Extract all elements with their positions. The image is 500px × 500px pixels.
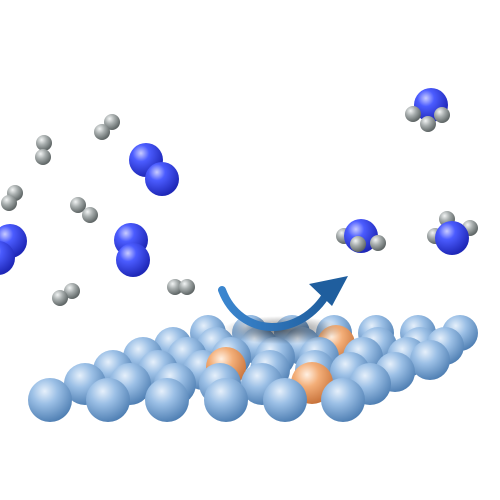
nitrogen-atom (0, 241, 15, 275)
nitrogen-atom (435, 221, 469, 255)
surface-atom (321, 378, 365, 422)
surface-atom (410, 340, 450, 380)
surface-atom (145, 378, 189, 422)
nitrogen-atom (145, 162, 179, 196)
hydrogen-atom (434, 107, 450, 123)
nh3-molecule (427, 211, 478, 255)
nh3-molecule (405, 88, 450, 132)
surface-atom (263, 378, 307, 422)
h2-molecule (52, 283, 80, 306)
hydrogen-atom (370, 235, 386, 251)
hydrogen-atom (350, 236, 366, 252)
hydrogen-atom (36, 135, 52, 151)
hydrogen-atom (64, 283, 80, 299)
arrow-head-icon (309, 276, 348, 306)
nitrogen-atom (116, 243, 150, 277)
surface-atom (86, 378, 130, 422)
hydrogen-atom (179, 279, 195, 295)
n2-molecule (129, 143, 179, 196)
hydrogen-atom (94, 124, 110, 140)
hydrogen-atom (82, 207, 98, 223)
reaction-arrow (218, 276, 348, 331)
h2-molecule (35, 135, 52, 165)
hydrogen-atom (420, 116, 436, 132)
h2-molecule (94, 114, 120, 140)
hydrogen-atom (70, 197, 86, 213)
hydrogen-atom (405, 106, 421, 122)
hydrogen-atom (35, 149, 51, 165)
h2-molecule (70, 197, 98, 223)
hydrogen-atom (1, 195, 17, 211)
nh3-molecule (336, 219, 386, 253)
hydrogen-atom (104, 114, 120, 130)
n2-molecule (114, 223, 150, 277)
h2-molecule (1, 185, 23, 211)
surface-atom (204, 378, 248, 422)
hydrogen-atom (52, 290, 68, 306)
h2-molecule (167, 279, 195, 295)
surface-atom (28, 378, 72, 422)
hydrogen-atom (167, 279, 183, 295)
n2-molecule (0, 224, 27, 275)
